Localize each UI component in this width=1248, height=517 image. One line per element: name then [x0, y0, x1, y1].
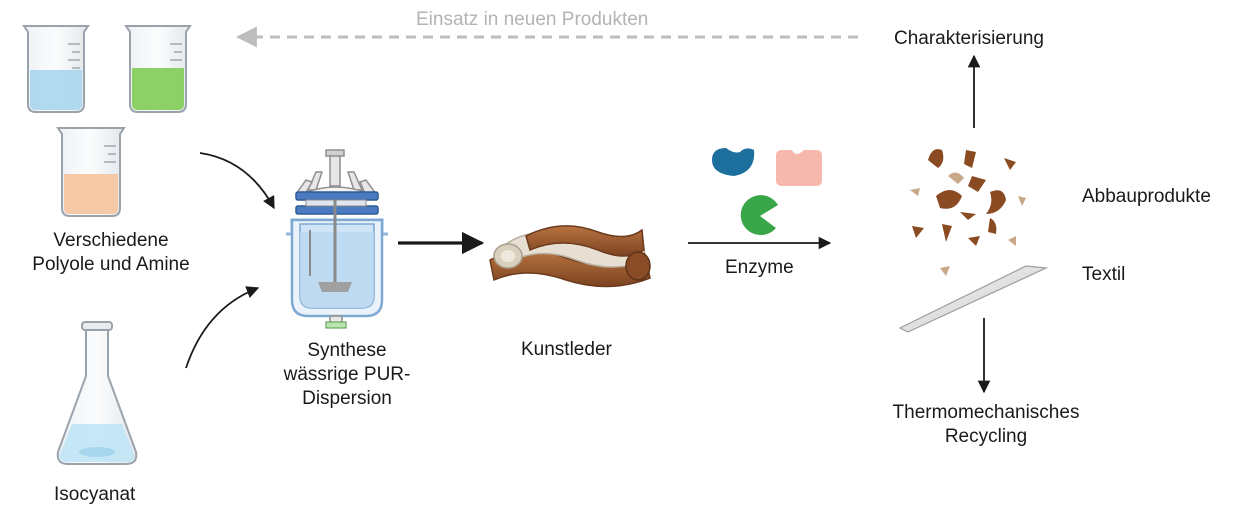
- polyols-label-line2: Polyole und Amine: [32, 254, 190, 275]
- synthesis-label-line2: wässrige PUR-: [283, 364, 411, 385]
- leather-label: Kunstleder: [521, 339, 612, 360]
- enzyme-icon: [776, 150, 822, 186]
- isocyanate-arrow: [185, 286, 260, 369]
- fragment-icon: [964, 150, 976, 168]
- fragment-icon: [912, 226, 924, 238]
- fragment-group: [910, 149, 1026, 276]
- textile-sheet-icon: [898, 265, 1049, 333]
- reactor-icon: [286, 149, 388, 329]
- artificial-leather-icon: [489, 225, 651, 288]
- fragment-icon: [960, 212, 976, 220]
- beaker-icon: [56, 127, 126, 217]
- synthesis-label: Synthese wässrige PUR- Dispersion: [262, 339, 432, 411]
- fragment-icon: [936, 190, 962, 209]
- fragment-icon: [910, 188, 920, 196]
- characterization-label: Charakterisierung: [894, 28, 1044, 49]
- fragment-icon: [1008, 236, 1016, 246]
- synthesis-label-line1: Synthese: [307, 340, 387, 361]
- polyols-label-line1: Verschiedene: [53, 230, 169, 251]
- recycling-label-line2: Recycling: [944, 426, 1028, 447]
- fragment-icon: [1018, 196, 1026, 206]
- textile-label: Textil: [1082, 264, 1126, 285]
- fragment-icon: [968, 236, 980, 246]
- beaker-icon: [22, 25, 90, 113]
- enzymes-label: Enzyme: [725, 257, 794, 278]
- fragment-icon: [940, 266, 950, 276]
- reuse-label: Einsatz in neuen Produkten: [416, 9, 649, 30]
- recycling-label: Thermomechanisches Recycling: [872, 401, 1100, 449]
- fragment-icon: [948, 172, 964, 184]
- fragment-icon: [988, 218, 997, 234]
- fragment-icon: [968, 176, 986, 192]
- recycling-label-line1: Thermomechanisches: [892, 402, 1080, 423]
- erlenmeyer-flask-icon: [56, 321, 138, 465]
- fragment-icon: [942, 224, 952, 242]
- fragment-icon: [928, 149, 944, 168]
- fragment-icon: [986, 190, 1006, 214]
- beaker-icon: [124, 25, 192, 113]
- polyols-label: Verschiedene Polyole und Amine: [16, 229, 206, 277]
- enzyme-icon: [740, 195, 778, 236]
- polyols-arrow: [199, 152, 275, 210]
- fragment-icon: [1004, 158, 1016, 170]
- synthesis-label-line3: Dispersion: [302, 388, 392, 409]
- enzyme-icon: [712, 148, 755, 176]
- isocyanate-label: Isocyanat: [54, 484, 136, 505]
- degradation-products-label: Abbauprodukte: [1082, 186, 1211, 207]
